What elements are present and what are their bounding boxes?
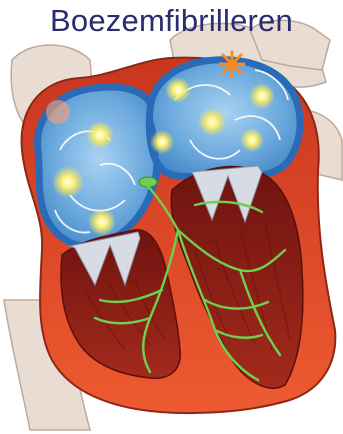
glow-dot-icon bbox=[165, 77, 191, 103]
glow-dot-icon bbox=[52, 166, 84, 198]
asterisk-icon bbox=[220, 52, 244, 76]
glow-dot-icon bbox=[86, 121, 114, 149]
page-title: Boezemfibrilleren bbox=[0, 4, 343, 38]
glow-dot-icon bbox=[198, 108, 226, 136]
glow-dot-icon bbox=[249, 83, 275, 109]
glow-dot-icon bbox=[150, 130, 174, 154]
glow-dot-icon bbox=[240, 128, 264, 152]
sinus-node-marker bbox=[46, 100, 70, 124]
glow-dot-icon bbox=[88, 208, 116, 236]
